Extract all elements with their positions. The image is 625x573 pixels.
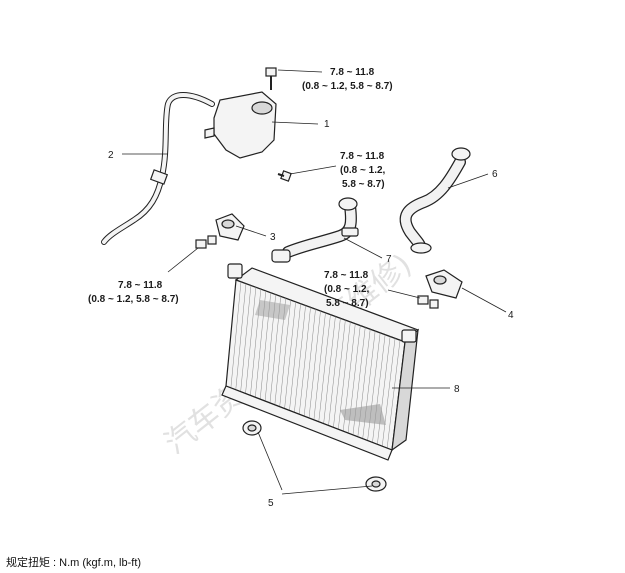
- callout-2: 2: [108, 150, 114, 161]
- radiator-fin: [386, 340, 401, 449]
- svg-text:(0.8 ~ 1.2, 5.8 ~ 8.7): (0.8 ~ 1.2, 5.8 ~ 8.7): [302, 81, 393, 92]
- radiator-fin: [381, 338, 396, 447]
- callout-5: 5: [268, 498, 274, 509]
- callout-4: 4: [508, 310, 514, 321]
- radiator-fin: [372, 334, 386, 443]
- lower-insulator-right: [365, 476, 387, 492]
- callout-3: 3: [270, 232, 276, 243]
- radiator-fin: [328, 318, 341, 426]
- radiator-fin: [377, 336, 391, 445]
- radiator-fin: [284, 301, 296, 409]
- svg-text:7.8 ~ 11.8: 7.8 ~ 11.8: [340, 151, 385, 162]
- callout-1: 1: [324, 119, 330, 130]
- radiator-fin: [318, 314, 331, 422]
- svg-text:(0.8 ~ 1.2, 5.8 ~ 8.7): (0.8 ~ 1.2, 5.8 ~ 8.7): [88, 294, 179, 305]
- bolt-bracket-right: [417, 295, 439, 309]
- radiator-fin: [245, 287, 257, 394]
- radiator-fin: [235, 283, 247, 390]
- callout-8: 8: [454, 384, 460, 395]
- bolt-bracket-left: [195, 235, 217, 249]
- right-mount-bracket: [425, 269, 463, 299]
- radiator-fin: [279, 300, 291, 407]
- svg-text:7.8 ~ 11.8: 7.8 ~ 11.8: [330, 67, 375, 78]
- upper-hose: [399, 147, 471, 254]
- svg-text:7.8 ~ 11.8: 7.8 ~ 11.8: [118, 280, 163, 291]
- radiator-fin: [298, 307, 311, 415]
- svg-text:5.8 ~ 8.7): 5.8 ~ 8.7): [326, 298, 369, 309]
- svg-text:(0.8 ~ 1.2,: (0.8 ~ 1.2,: [324, 284, 370, 295]
- upper-mount-bracket: [215, 213, 245, 241]
- callout-7: 7: [386, 254, 392, 265]
- radiator-fin: [338, 321, 351, 430]
- bolt-reservoir-side: [277, 170, 292, 182]
- lower-insulator-left: [242, 420, 262, 436]
- overflow-hose: [101, 92, 215, 245]
- torque-spec-reservoir-top: 7.8 ~ 11.8 (0.8 ~ 1.2, 5.8 ~ 8.7): [302, 67, 393, 92]
- radiator-fin: [323, 316, 336, 424]
- torque-spec-reservoir-side: 7.8 ~ 11.8 (0.8 ~ 1.2, 5.8 ~ 8.7): [340, 151, 386, 190]
- torque-unit-footer: 规定扭矩 : N.m (kgf.m, lb-ft): [6, 557, 142, 569]
- radiator-fin: [303, 309, 316, 417]
- svg-text:7.8 ~ 11.8: 7.8 ~ 11.8: [324, 270, 369, 281]
- radiator-fin: [294, 305, 306, 413]
- radiator-fin: [313, 312, 326, 420]
- radiator-fin: [230, 281, 242, 388]
- bolt-reservoir-top: [265, 67, 277, 90]
- svg-text:(0.8 ~ 1.2,: (0.8 ~ 1.2,: [340, 165, 386, 176]
- radiator-fin: [333, 320, 346, 428]
- torque-spec-bracket-left: 7.8 ~ 11.8 (0.8 ~ 1.2, 5.8 ~ 8.7): [88, 280, 179, 305]
- radiator-fin: [308, 310, 321, 419]
- radiator-fin: [240, 285, 252, 392]
- callout-6: 6: [492, 169, 498, 180]
- radiator: [221, 263, 420, 461]
- torque-spec-bracket-right: 7.8 ~ 11.8 (0.8 ~ 1.2, 5.8 ~ 8.7): [324, 270, 370, 309]
- radiator-fin: [289, 303, 301, 411]
- svg-text:5.8 ~ 8.7): 5.8 ~ 8.7): [342, 179, 385, 190]
- reservoir-tank: [204, 91, 277, 159]
- lower-hose: [271, 197, 359, 263]
